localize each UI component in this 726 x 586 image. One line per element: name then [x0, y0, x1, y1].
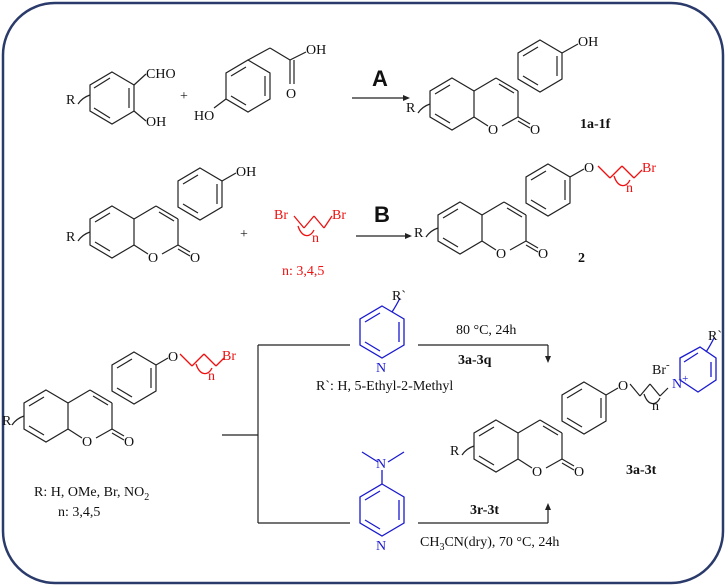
product2-substituent-r: R: [414, 226, 424, 241]
substituent-r: R: [66, 93, 76, 108]
reaction-label-a: A: [372, 66, 388, 91]
start3-substituent-r: R: [2, 414, 12, 429]
product3-ring-oxygen: O: [532, 465, 542, 480]
product-label-2: 2: [578, 251, 585, 266]
upper-arrow: 80 °C, 24h 3a-3q: [418, 323, 551, 368]
plus-sign-b: +: [240, 227, 248, 242]
pyridine-nitrogen: N: [376, 361, 386, 376]
dibromide-br-left: Br: [274, 208, 288, 223]
pyridine-substituent: R`: [392, 289, 406, 304]
r-group-list: R: H, OMe, Br, NO2: [34, 485, 149, 503]
start-substituent-r: R: [66, 230, 76, 245]
start3-ring-oxygen: O: [82, 435, 92, 450]
dibromide-note: n: 3,4,5: [282, 264, 324, 279]
plus-sign-a: +: [180, 89, 188, 104]
acid-carbonyl-oxygen: O: [286, 87, 296, 102]
product2-ether-oxygen: O: [584, 161, 594, 176]
start3-br: Br: [222, 349, 236, 364]
bromoalkoxy-coumarin: O O O Br n R: [414, 161, 656, 262]
product-label-3a-3t: 3a-3t: [626, 463, 657, 478]
pyridine-note: R`: H, 5-Ethyl-2-Methyl: [316, 379, 453, 394]
upper-range: 3a-3q: [458, 353, 492, 368]
aldehyde-group: CHO: [146, 67, 176, 82]
bromide-counterion: Br-: [652, 359, 670, 378]
start3-n: n: [208, 369, 215, 384]
lower-range: 3r-3t: [470, 503, 499, 518]
arrow-b: B: [356, 202, 412, 239]
start3-ether-oxygen: O: [168, 350, 178, 365]
product3-r-prime: R`: [708, 329, 722, 344]
hydroxyphenyl-coumarin-start: O O OH R: [66, 165, 256, 266]
lower-conditions: CH3CN(dry), 70 °C, 24h: [420, 535, 559, 553]
dibromoalkane: Br Br n n: 3,4,5: [274, 208, 346, 279]
phenol-hydroxyl: OH: [146, 115, 166, 130]
dimethylamino-nitrogen: N: [376, 457, 386, 472]
substituted-pyridine: N R`: [359, 289, 406, 376]
product2-br: Br: [642, 161, 656, 176]
phenol-ho: HO: [194, 109, 214, 124]
product3-carbonyl-oxygen: O: [574, 465, 584, 480]
hydroxyphenylacetic-acid: OH O HO: [194, 43, 326, 124]
dmap-ring-nitrogen: N: [376, 539, 386, 554]
start-ring-oxygen: O: [148, 251, 158, 266]
product3-ether-oxygen: O: [618, 379, 628, 394]
arrow-a: A: [352, 66, 410, 101]
pyridinium-nitrogen: N+: [672, 373, 688, 392]
start-carbonyl-oxygen: O: [190, 251, 200, 266]
acid-hydroxyl: OH: [306, 43, 326, 58]
bromoalkoxy-coumarin-start: O O O Br n R: [2, 349, 236, 450]
product-label-1a-1f: 1a-1f: [580, 117, 611, 132]
product3-substituent-r: R: [450, 444, 460, 459]
carbonyl-oxygen: O: [530, 123, 540, 138]
start-hydroxyl: OH: [236, 165, 256, 180]
product3-chain-n: n: [652, 399, 659, 414]
dimethylaminopyridine: N N: [359, 451, 405, 554]
salicylaldehyde: CHO OH R: [66, 67, 176, 130]
ring-oxygen: O: [488, 123, 498, 138]
product2-ring-oxygen: O: [496, 247, 506, 262]
start3-carbonyl-oxygen: O: [124, 435, 134, 450]
upper-conditions: 80 °C, 24h: [456, 323, 516, 338]
product2-n: n: [626, 181, 633, 196]
product-substituent-r: R: [406, 101, 416, 116]
dibromide-br-right: Br: [332, 208, 346, 223]
pyridinium-coumarin-product: O O O n Br- N+ R` R: [450, 329, 722, 480]
n-value-list: n: 3,4,5: [58, 505, 100, 520]
branch-connector: [222, 344, 350, 524]
reaction-label-b: B: [374, 202, 390, 227]
dibromide-n: n: [312, 231, 319, 246]
product2-carbonyl-oxygen: O: [538, 247, 548, 262]
lower-arrow: 3r-3t CH3CN(dry), 70 °C, 24h: [418, 503, 559, 553]
product-hydroxyl: OH: [578, 35, 598, 50]
hydroxyphenyl-coumarin: O O OH R: [406, 35, 598, 138]
